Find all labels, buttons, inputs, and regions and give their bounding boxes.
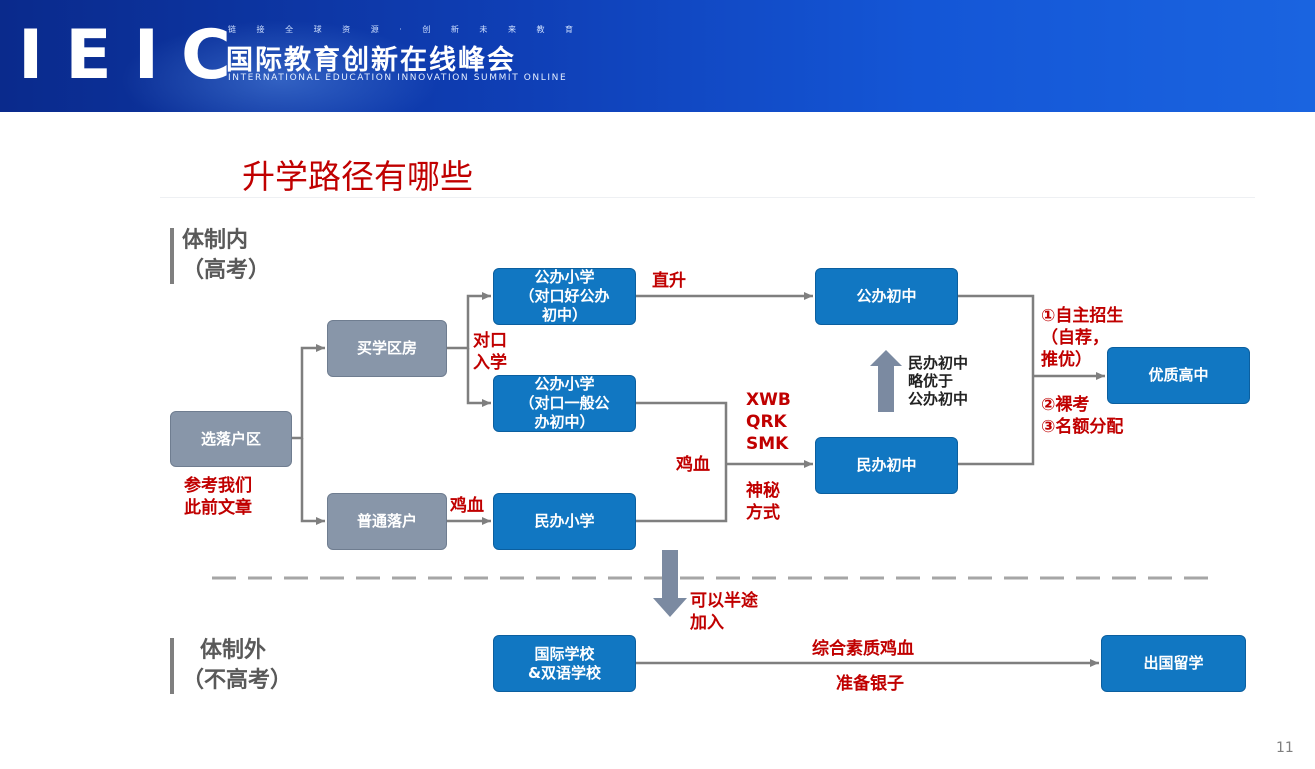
money-label: 准备银子 [836, 674, 904, 694]
down-arrow [653, 550, 687, 617]
box-line: 公办小学 [534, 268, 595, 286]
label-line: 方式 [746, 503, 780, 523]
label-line: 入学 [473, 353, 507, 373]
section-bar-outside [170, 638, 174, 694]
label-line: QRK [746, 412, 787, 432]
label-line: 公办初中 [908, 390, 969, 408]
box-line: （对口一般公 [519, 394, 610, 412]
label-line: （自荐， [1041, 328, 1109, 348]
label-line: 略优于 [908, 372, 954, 390]
page-number: 11 [1276, 740, 1294, 756]
section-label-inside: 体制内 （高考） [182, 226, 270, 286]
admission-ways-1-label: ①自主招生 （自荐， 推优） [1041, 305, 1123, 371]
tagline: 链 接 全 球 资 源 · 创 新 未 来 教 育 [228, 25, 583, 34]
label-line: ③名额分配 [1041, 417, 1124, 437]
box-line: （对口好公办 [519, 287, 610, 305]
label-line: 神秘 [746, 481, 780, 501]
connector-to-public-primary-good [447, 292, 491, 350]
codes-label: XWB QRK SMK [746, 389, 791, 455]
normal-settle-box: 普通落户 [327, 493, 447, 550]
logo: IEIC [18, 16, 253, 95]
label-line: ①自主招生 [1041, 306, 1124, 326]
mystery-label: 神秘 方式 [746, 480, 780, 524]
connector-to-normal-settle [300, 438, 325, 525]
direct-promotion-label: 直升 [652, 271, 686, 291]
private-primary-box: 民办小学 [493, 493, 636, 550]
matched-entry-label: 对口 入学 [473, 330, 507, 374]
jixue-mid-label: 鸡血 [676, 455, 710, 475]
label-line: 推优） [1041, 350, 1092, 370]
label-line: 对口 [473, 331, 507, 351]
box-line: 初中） [541, 306, 587, 324]
section-outside-line2: （不高考） [182, 668, 293, 693]
label-line: 加入 [690, 613, 724, 633]
section-label-outside: 体制外 （不高考） [182, 636, 292, 696]
label-line: 此前文章 [184, 498, 252, 518]
jixue-left-label: 鸡血 [450, 496, 484, 516]
summit-name-english: INTERNATIONAL EDUCATION INNOVATION SUMMI… [228, 73, 568, 83]
public-middle-box: 公办初中 [815, 268, 958, 325]
intl-school-box: 国际学校 &双语学校 [493, 635, 636, 692]
label-line: 参考我们 [184, 476, 252, 496]
public-primary-good-box: 公办小学 （对口好公办 初中） [493, 268, 636, 325]
admission-ways-2-label: ②裸考 ③名额分配 [1041, 394, 1123, 438]
title-divider [160, 197, 1255, 198]
join-midway-label: 可以半途 加入 [690, 590, 758, 634]
top-high-school-box: 优质高中 [1107, 347, 1250, 404]
banner-glow [120, 20, 440, 112]
study-abroad-box: 出国留学 [1101, 635, 1246, 692]
buy-house-box: 买学区房 [327, 320, 447, 377]
section-bar-inside [170, 228, 174, 284]
connector-merge [636, 401, 728, 523]
connector-middle-merge [958, 294, 1035, 466]
summit-name: 国际教育创新在线峰会 [226, 45, 516, 76]
box-line: 办初中） [534, 413, 595, 431]
section-outside-line1: 体制外 [200, 638, 267, 663]
ref-articles-label: 参考我们 此前文章 [184, 475, 252, 519]
page-title: 升学路径有哪些 [242, 157, 473, 196]
section-inside-line1: 体制内 [182, 228, 249, 253]
label-line: 可以半途 [690, 591, 758, 611]
label-line: SMK [746, 434, 789, 454]
box-line: 公办小学 [534, 375, 595, 393]
up-arrow [870, 350, 902, 412]
public-primary-general-box: 公办小学 （对口一般公 办初中） [493, 375, 636, 432]
connector-to-public-primary-general [466, 348, 491, 407]
choose-district-box: 选落户区 [170, 411, 292, 467]
box-line: &双语学校 [527, 663, 602, 682]
label-line: ②裸考 [1041, 395, 1090, 415]
label-line: 民办初中 [908, 354, 969, 372]
private-better-label: 民办初中 略优于 公办初中 [908, 354, 968, 408]
private-middle-box: 民办初中 [815, 437, 958, 494]
quality-label: 综合素质鸡血 [812, 639, 914, 659]
connector-to-buy-house [292, 344, 325, 440]
section-inside-line2: （高考） [182, 258, 271, 283]
label-line: XWB [746, 390, 791, 410]
box-line: 国际学校 [534, 644, 595, 663]
header-banner: IEIC 链 接 全 球 资 源 · 创 新 未 来 教 育 国际教育创新在线峰… [0, 0, 1315, 112]
